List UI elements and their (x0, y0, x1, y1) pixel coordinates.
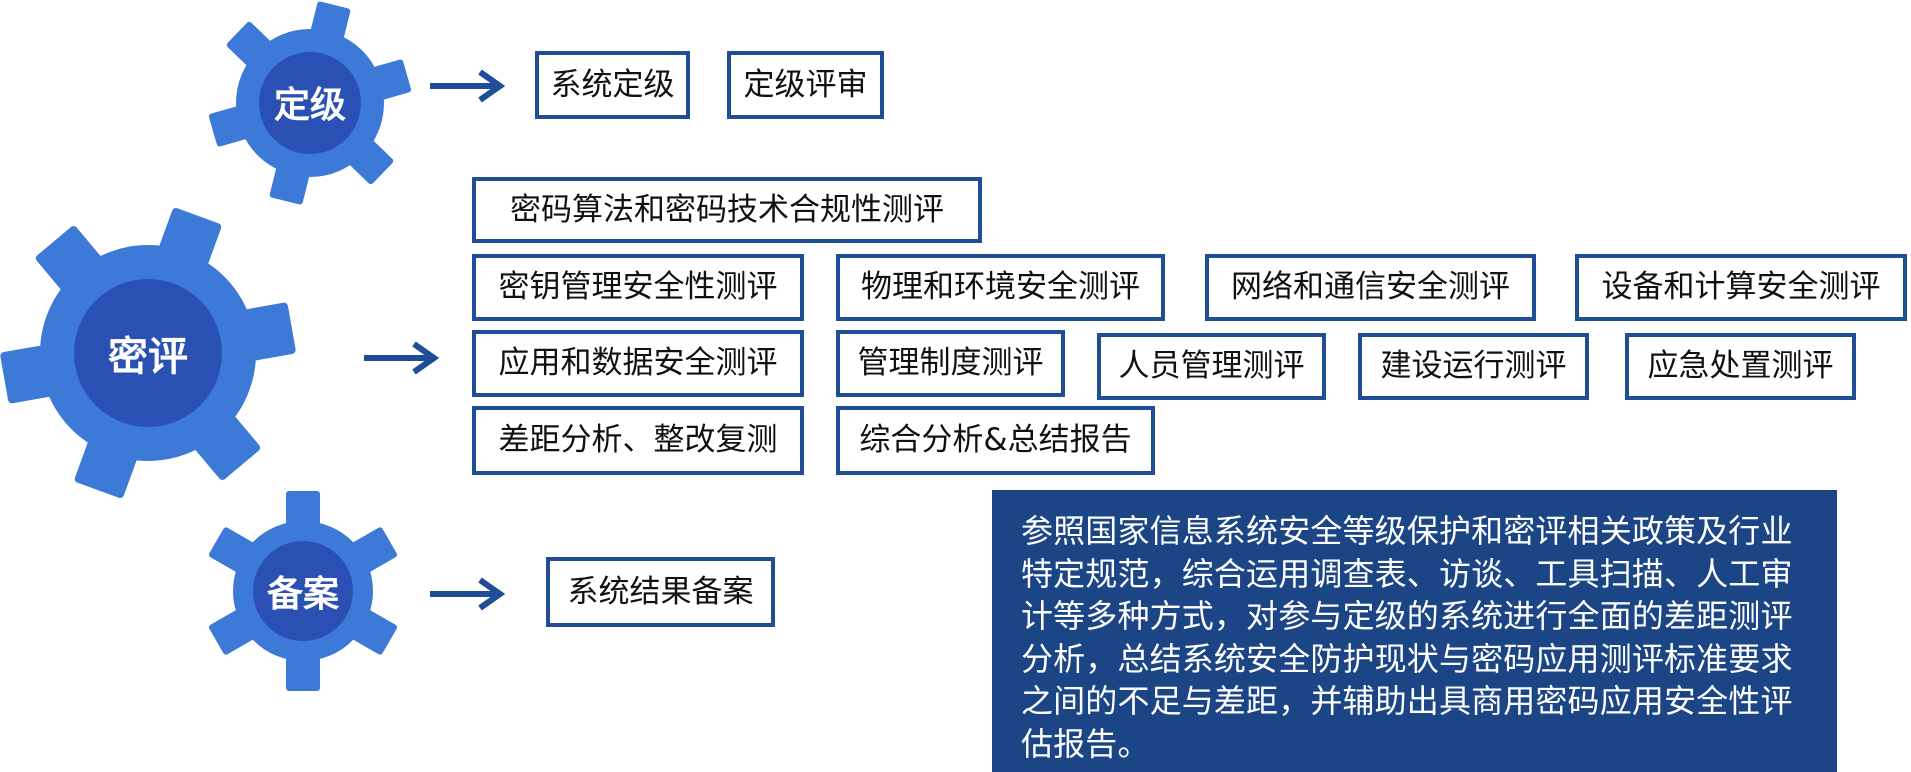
gear-beian-icon (208, 491, 398, 691)
item-box: 管理制度测评 (836, 330, 1065, 397)
item-box: 应用和数据安全测评 (472, 330, 804, 397)
arrow-right-icon (430, 577, 506, 611)
item-box: 密码算法和密码技术合规性测评 (472, 177, 982, 243)
item-box: 系统定级 (535, 51, 690, 119)
item-box: 密钥管理安全性测评 (472, 254, 804, 321)
gear-miping-icon (0, 208, 296, 498)
arrow-right-icon (430, 69, 506, 103)
item-box: 网络和通信安全测评 (1205, 254, 1536, 321)
item-box: 差距分析、整改复测 (472, 406, 804, 475)
item-box: 物理和环境安全测评 (836, 254, 1165, 321)
item-box: 系统结果备案 (546, 557, 775, 627)
arrow-right-icon (364, 341, 440, 375)
description-panel: 参照国家信息系统安全等级保护和密评相关政策及行业特定规范，综合运用调查表、访谈、… (992, 490, 1837, 772)
item-box: 设备和计算安全测评 (1575, 254, 1907, 321)
item-box: 定级评审 (727, 51, 884, 119)
gear-dingji-icon (208, 1, 412, 205)
item-box: 应急处置测评 (1625, 333, 1856, 400)
stage-label-miping: 密评 (108, 334, 188, 380)
stage-label-beian: 备案 (266, 574, 339, 615)
stage-label-dingji: 定级 (273, 85, 346, 126)
item-box: 人员管理测评 (1097, 333, 1326, 400)
item-box: 建设运行测评 (1358, 333, 1589, 400)
item-box: 综合分析&总结报告 (836, 406, 1155, 475)
